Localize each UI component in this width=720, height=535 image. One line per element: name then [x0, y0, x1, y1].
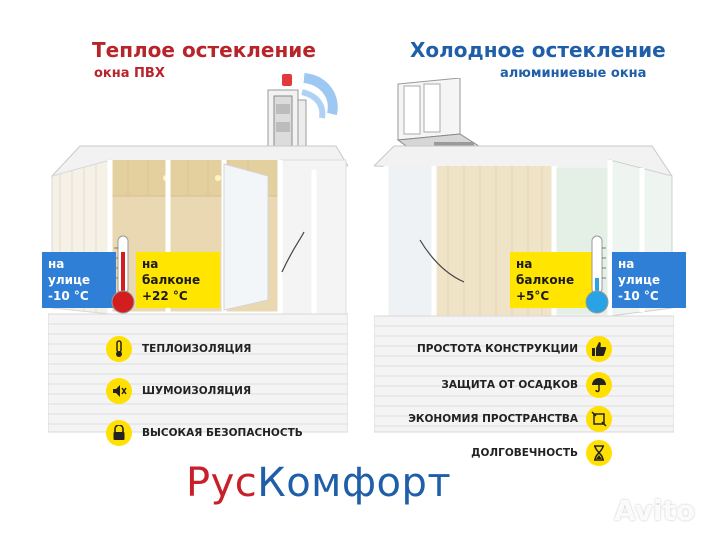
brand-part-2: Комфорт: [257, 460, 452, 506]
thermometer-red-icon: [111, 235, 135, 314]
thermometer-icon: [106, 336, 132, 362]
avito-watermark: Avito: [614, 494, 695, 527]
resize-icon: [586, 406, 612, 432]
speaker-mute-icon: [106, 378, 132, 404]
feature-label: ПРОСТОТА КОНСТРУКЦИИ: [416, 343, 578, 355]
cold-feature-item: ДОЛГОВЕЧНОСТЬ: [471, 440, 612, 466]
warm-feature-item: ВЫСОКАЯ БЕЗОПАСНОСТЬ: [106, 420, 303, 446]
warm-glazing-subtitle: окна ПВХ: [94, 66, 165, 81]
brand-part-1: Рус: [186, 460, 258, 506]
cold-balcony-temp-badge: на балконе +5°C: [510, 252, 594, 308]
cold-feature-item: ПРОСТОТА КОНСТРУКЦИИ: [417, 336, 612, 362]
outside-temp: -10 °C: [48, 289, 89, 303]
warm-balcony-temp-badge: на балконе +22 °C: [136, 252, 220, 308]
cold-outside-temp-badge: на улице -10 °C: [612, 252, 686, 308]
lock-icon: [106, 420, 132, 446]
hourglass-icon: [586, 440, 612, 466]
outside-temp: -10 °C: [618, 289, 659, 303]
balcony-temp: +22 °C: [142, 289, 188, 303]
balcony-label: на балконе: [142, 257, 201, 287]
feature-label: ЗАЩИТА ОТ ОСАДКОВ: [441, 379, 578, 391]
feature-label: ТЕПЛОИЗОЛЯЦИЯ: [142, 343, 252, 355]
cold-glazing-title: Холодное остекление: [410, 38, 666, 62]
feature-label: ЭКОНОМИЯ ПРОСТРАНСТВА: [408, 413, 578, 425]
warm-feature-item: ТЕПЛОИЗОЛЯЦИЯ: [106, 336, 251, 362]
balcony-temp: +5°C: [516, 289, 550, 303]
pvc-window-profile-image: [267, 73, 338, 157]
outside-label: на улице: [618, 257, 661, 287]
feature-label: ШУМОИЗОЛЯЦИЯ: [142, 385, 252, 397]
warm-glazing-title: Теплое остекление: [92, 38, 316, 62]
warm-outside-temp-badge: на улице -10 °C: [42, 252, 116, 308]
thumbs-up-icon: [586, 336, 612, 362]
cold-feature-item: ЗАЩИТА ОТ ОСАДКОВ: [441, 372, 612, 398]
feature-label: ДОЛГОВЕЧНОСТЬ: [471, 447, 578, 459]
umbrella-icon: [586, 372, 612, 398]
cold-feature-item: ЭКОНОМИЯ ПРОСТРАНСТВА: [408, 406, 612, 432]
brand-logo-text: РусКомфорт: [186, 460, 451, 506]
warm-feature-item: ШУМОИЗОЛЯЦИЯ: [106, 378, 251, 404]
balcony-label: на балконе: [516, 257, 575, 287]
cold-glazing-subtitle: алюминиевые окна: [500, 66, 647, 81]
feature-label: ВЫСОКАЯ БЕЗОПАСНОСТЬ: [142, 427, 303, 439]
outside-label: на улице: [48, 257, 91, 287]
watermark-text: Avito: [614, 494, 696, 527]
thermometer-blue-icon: [585, 235, 609, 314]
